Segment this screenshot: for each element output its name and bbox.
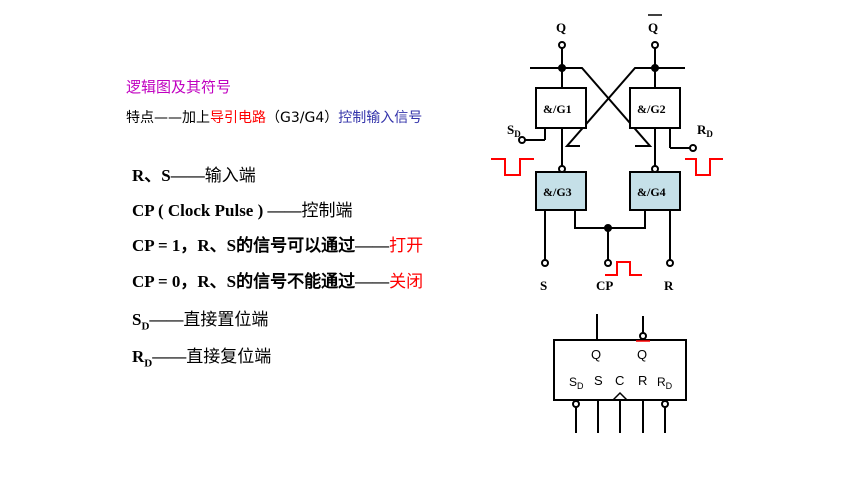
label-r: R (664, 278, 674, 293)
wire-cross-2 (564, 67, 655, 147)
wire-cross-1 (562, 67, 653, 147)
symbol-label-s: S (594, 373, 603, 388)
symbol-qbar-bubble (639, 332, 647, 340)
line-cp-control: CP ( Clock Pulse ) ——控制端 (132, 196, 353, 221)
symbol-label-r: R (638, 373, 647, 388)
feature-prefix: 特点——加上 (126, 110, 210, 126)
junction-cp (604, 224, 612, 232)
terminal-q (558, 41, 566, 49)
label-g4: &/G4 (637, 185, 666, 199)
terminal-cp (604, 259, 612, 267)
label-sd: SD (507, 122, 521, 139)
line-cp1: CP = 1，R、S的信号可以通过——打开 (132, 231, 423, 256)
line-sub: D (141, 320, 150, 333)
line-cn: 输入端 (204, 166, 256, 186)
label-g2: &/G2 (637, 102, 666, 116)
pulse-rd (685, 158, 723, 176)
terminal-sd (518, 136, 526, 144)
flipflop-symbol (553, 314, 687, 433)
line-cp0: CP = 0，R、S的信号不能通过——关闭 (132, 267, 423, 292)
line-cn: 控制端 (301, 201, 353, 221)
line-rd: RD——直接复位端 (132, 342, 271, 369)
symbol-box (553, 339, 687, 401)
line-dash: —— (152, 347, 187, 366)
line-red: 打开 (389, 236, 424, 256)
gate-g3 (535, 171, 587, 211)
line-rs-input: R、S——输入端 (132, 161, 256, 186)
symbol-label-c: C (615, 373, 624, 388)
pulse-sd (491, 158, 534, 176)
symbol-label-sd: SD (569, 375, 584, 391)
line-dash: —— (149, 310, 184, 329)
terminal-r (666, 259, 674, 267)
label-g1: &/G1 (543, 102, 572, 116)
label-cp: CP (596, 278, 613, 293)
symbol-sd-bubble (572, 400, 580, 408)
label-rd: RD (697, 122, 713, 139)
label-qbar: Q (648, 20, 658, 35)
line-red: 关闭 (389, 272, 424, 292)
line-main: CP = 0，R、S的信号不能通过—— (132, 272, 390, 291)
symbol-label-q: Q (591, 347, 601, 362)
line-sym: R (132, 347, 145, 366)
terminal-qbar (651, 41, 659, 49)
symbol-labels: Q Q SD S C R RD (569, 347, 673, 391)
diagram-title: 逻辑图及其符号 (126, 78, 232, 96)
label-q: Q (556, 20, 566, 35)
symbol-label-rd: RD (657, 375, 673, 391)
line-sub: D (144, 357, 153, 370)
gate-g1 (535, 87, 587, 129)
line-cn: 直接复位端 (186, 347, 272, 367)
line-main: CP ( Clock Pulse ) —— (132, 201, 302, 220)
label-g3: &/G3 (543, 185, 572, 199)
line-main: CP = 1，R、S的信号可以通过—— (132, 236, 390, 255)
line-sym: S (132, 310, 142, 329)
line-main: R、S—— (132, 166, 205, 185)
feature-line: 特点——加上导引电路（G3/G4）控制输入信号 (126, 107, 422, 127)
terminal-rd (689, 144, 697, 152)
gate-g2 (629, 87, 681, 129)
feature-paren: （G3/G4） (266, 110, 339, 126)
line-sd: SD——直接置位端 (132, 305, 268, 332)
symbol-label-qbar: Q (637, 347, 647, 362)
terminal-s (541, 259, 549, 267)
label-s: S (540, 278, 547, 293)
logic-diagram (518, 41, 697, 267)
gate-g4 (629, 171, 681, 211)
line-cn: 直接置位端 (183, 310, 269, 330)
logic-labels: Q Q &/G1 &/G2 &/G3 &/G4 SD RD S CP R (507, 20, 713, 293)
symbol-rd-bubble (661, 400, 669, 408)
pulse-cp (605, 261, 642, 276)
symbol-clock-triangle (612, 391, 628, 401)
feature-highlight: 导引电路 (210, 110, 266, 126)
feature-suffix: 控制输入信号 (338, 110, 423, 126)
pulses (491, 158, 723, 276)
